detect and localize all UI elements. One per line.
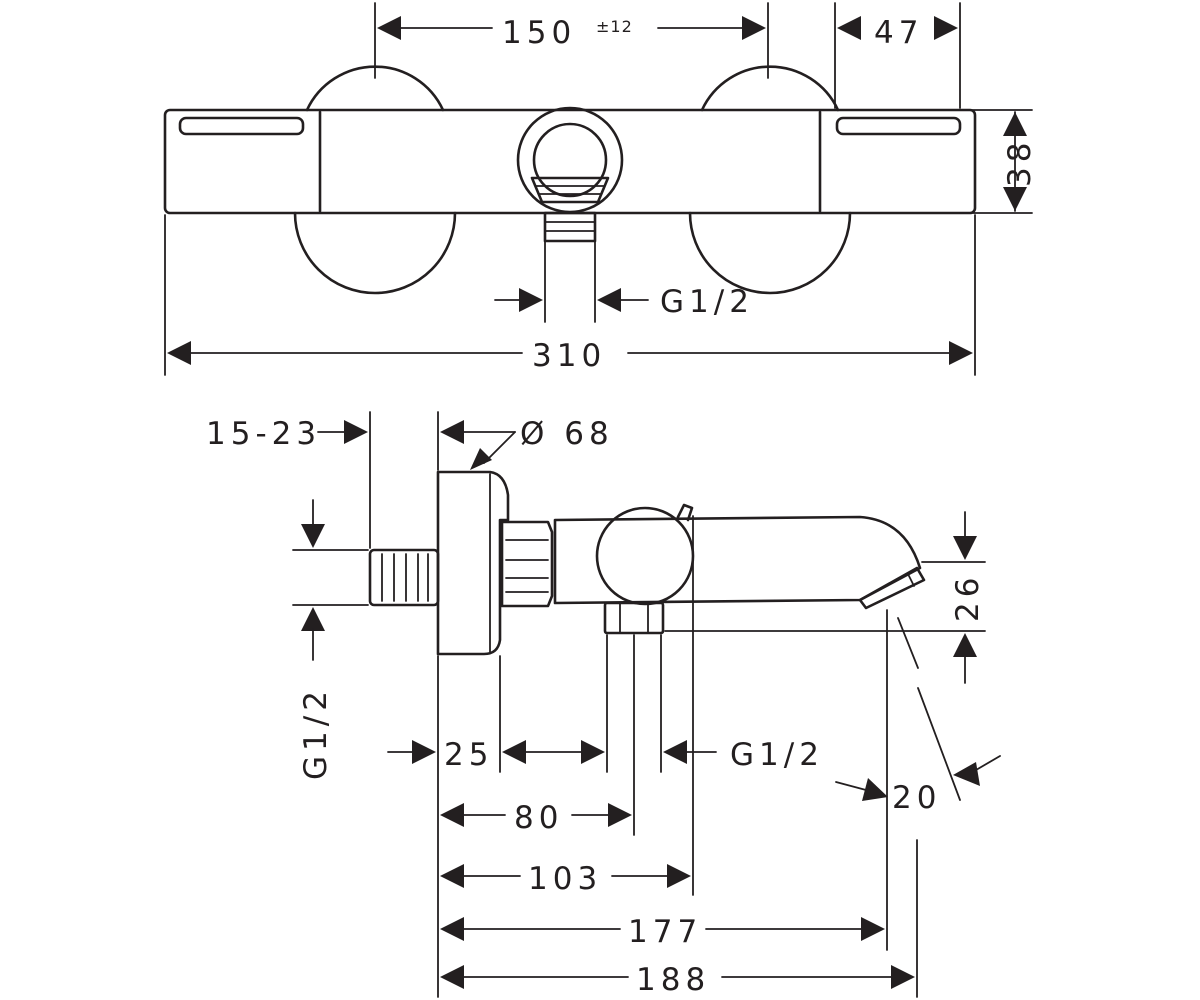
dim-150-label: 150 xyxy=(502,15,576,51)
right-escutcheon-arc xyxy=(700,65,840,112)
dim-47-arrow-right xyxy=(934,16,958,40)
union-nut xyxy=(500,520,554,608)
ext-20-b xyxy=(917,687,961,801)
dim-80-arrow-right xyxy=(608,803,632,827)
dim-outlet-arrow-left xyxy=(519,288,543,312)
dim-15-23-label: 15-23 xyxy=(206,416,321,452)
outlet-ring-inner xyxy=(532,122,608,198)
left-handle-grip xyxy=(178,116,305,136)
dim-diameter-label: Ø 68 xyxy=(520,416,614,452)
dim-inlet-arrow-bottom xyxy=(301,607,325,631)
dim-diameter-arrow xyxy=(440,420,464,444)
dim-15-23-arrow xyxy=(344,420,368,444)
dim-177-label: 177 xyxy=(628,914,702,950)
dim-inlet-arrow-top xyxy=(301,524,325,548)
right-escutcheon-arc-lower xyxy=(688,211,852,295)
dim-188-arrow-right xyxy=(891,965,915,989)
dim-310-arrow-left xyxy=(167,341,191,365)
outlet-swivel xyxy=(530,176,610,204)
dim-diameter-leader-arrow xyxy=(470,448,492,470)
dim-310-arrow-right xyxy=(949,341,973,365)
right-handle-grip xyxy=(835,116,962,136)
dim-20-lead-right xyxy=(975,755,1001,771)
dim-188-label: 188 xyxy=(636,962,710,998)
handle-circle xyxy=(595,506,695,606)
mixer-body-outline xyxy=(163,108,977,215)
dim-150-tolerance: ±12 xyxy=(596,17,633,36)
side-view: 15-23 Ø 68 G1/2 26 20 xyxy=(206,411,1001,998)
dim-177-arrow-right xyxy=(861,917,885,941)
lower-outlet xyxy=(603,601,665,635)
left-escutcheon-arc-lower xyxy=(293,211,457,295)
dim-inlet-label: G1/2 xyxy=(298,686,334,780)
top-view: 150 ±12 47 38 G1/2 310 xyxy=(163,2,1038,376)
dim-103-label: 103 xyxy=(528,861,602,897)
dim-38-label: 38 xyxy=(1002,138,1038,187)
dim-47-arrow-left xyxy=(837,16,861,40)
dim-25-label: 25 xyxy=(444,737,493,773)
dim-26-label: 26 xyxy=(950,573,986,622)
spout-aerator xyxy=(858,566,926,610)
dim-26-arrow-bottom xyxy=(953,633,977,657)
dim-20-arrow-left xyxy=(862,778,888,801)
dim-310-label: 310 xyxy=(532,338,606,374)
dim-20-arrow-right xyxy=(953,762,980,786)
dim-80-arrow-left xyxy=(440,803,464,827)
dim-25-arrow-outlet xyxy=(581,740,605,764)
dim-outlet-label: G1/2 xyxy=(660,284,754,320)
handle-marker xyxy=(676,503,694,522)
dim-38-arrow-top xyxy=(1003,112,1027,136)
dim-20-lead-left xyxy=(835,781,867,791)
spout-aerator-edge xyxy=(907,573,915,587)
dim-150-arrow-right xyxy=(742,16,766,40)
dim-103-arrow-left xyxy=(440,864,464,888)
ext-20-a xyxy=(897,617,919,669)
dim-outlet-arrow-right xyxy=(597,288,621,312)
dim-outlet-g-label: G1/2 xyxy=(730,737,824,773)
dim-188-arrow-left xyxy=(440,965,464,989)
dim-25-arrow-right xyxy=(502,740,526,764)
escutcheon xyxy=(436,470,510,656)
dim-150-arrow-left xyxy=(377,16,401,40)
dim-177-arrow-left xyxy=(440,917,464,941)
dim-80-label: 80 xyxy=(514,800,563,836)
dim-outlet-g-arrow xyxy=(663,740,687,764)
dim-47-label: 47 xyxy=(874,15,923,51)
dim-20-label: 20 xyxy=(892,780,941,816)
dim-103-arrow-right xyxy=(667,864,691,888)
dim-26-arrow-top xyxy=(953,536,977,560)
outlet-nipple xyxy=(543,211,597,243)
dim-38-arrow-bottom xyxy=(1003,187,1027,211)
dim-25-arrow-left xyxy=(412,740,436,764)
